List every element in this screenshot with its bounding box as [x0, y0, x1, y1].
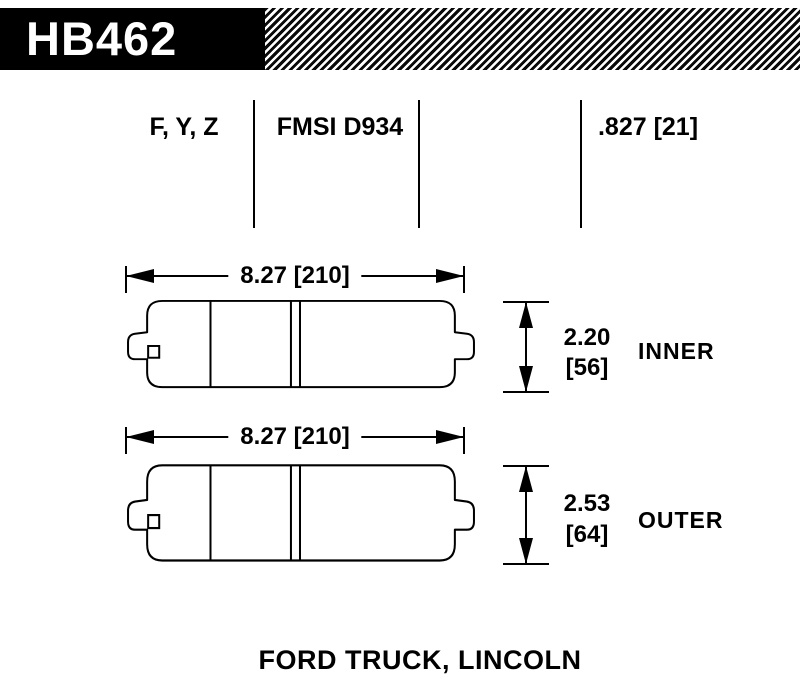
inner-width-dimension: 8.27 [210]: [122, 259, 468, 295]
inner-width-value: 8.27 [210]: [228, 262, 362, 290]
inner-height-inches: 2.20: [563, 324, 611, 351]
inner-height-mm: [56]: [565, 354, 609, 381]
outer-height-mm: [64]: [565, 521, 609, 548]
fmsi-number: FMSI D934: [276, 113, 404, 141]
outer-width-dimension: 8.27 [210]: [122, 420, 468, 456]
title-bar-hatch: HB462: [0, 8, 800, 70]
divider-line: [253, 100, 255, 228]
height-dimension-arrow-icon: [503, 465, 549, 565]
height-dimension-arrow-icon: [503, 301, 549, 393]
application-title: FORD TRUCK, LINCOLN: [258, 645, 582, 675]
pad-thickness: .827 [21]: [597, 113, 699, 141]
divider-line: [580, 100, 582, 228]
compound-codes: F, Y, Z: [149, 113, 219, 141]
part-number: HB462: [0, 8, 265, 70]
outer-width-value: 8.27 [210]: [228, 423, 362, 451]
outer-pad-label: OUTER: [638, 507, 724, 533]
divider-line: [418, 100, 420, 228]
inner-pad-drawing: [127, 299, 475, 389]
inner-pad-label: INNER: [638, 338, 715, 364]
outer-height-inches: 2.53: [563, 490, 611, 517]
outer-pad-drawing: [127, 464, 475, 562]
